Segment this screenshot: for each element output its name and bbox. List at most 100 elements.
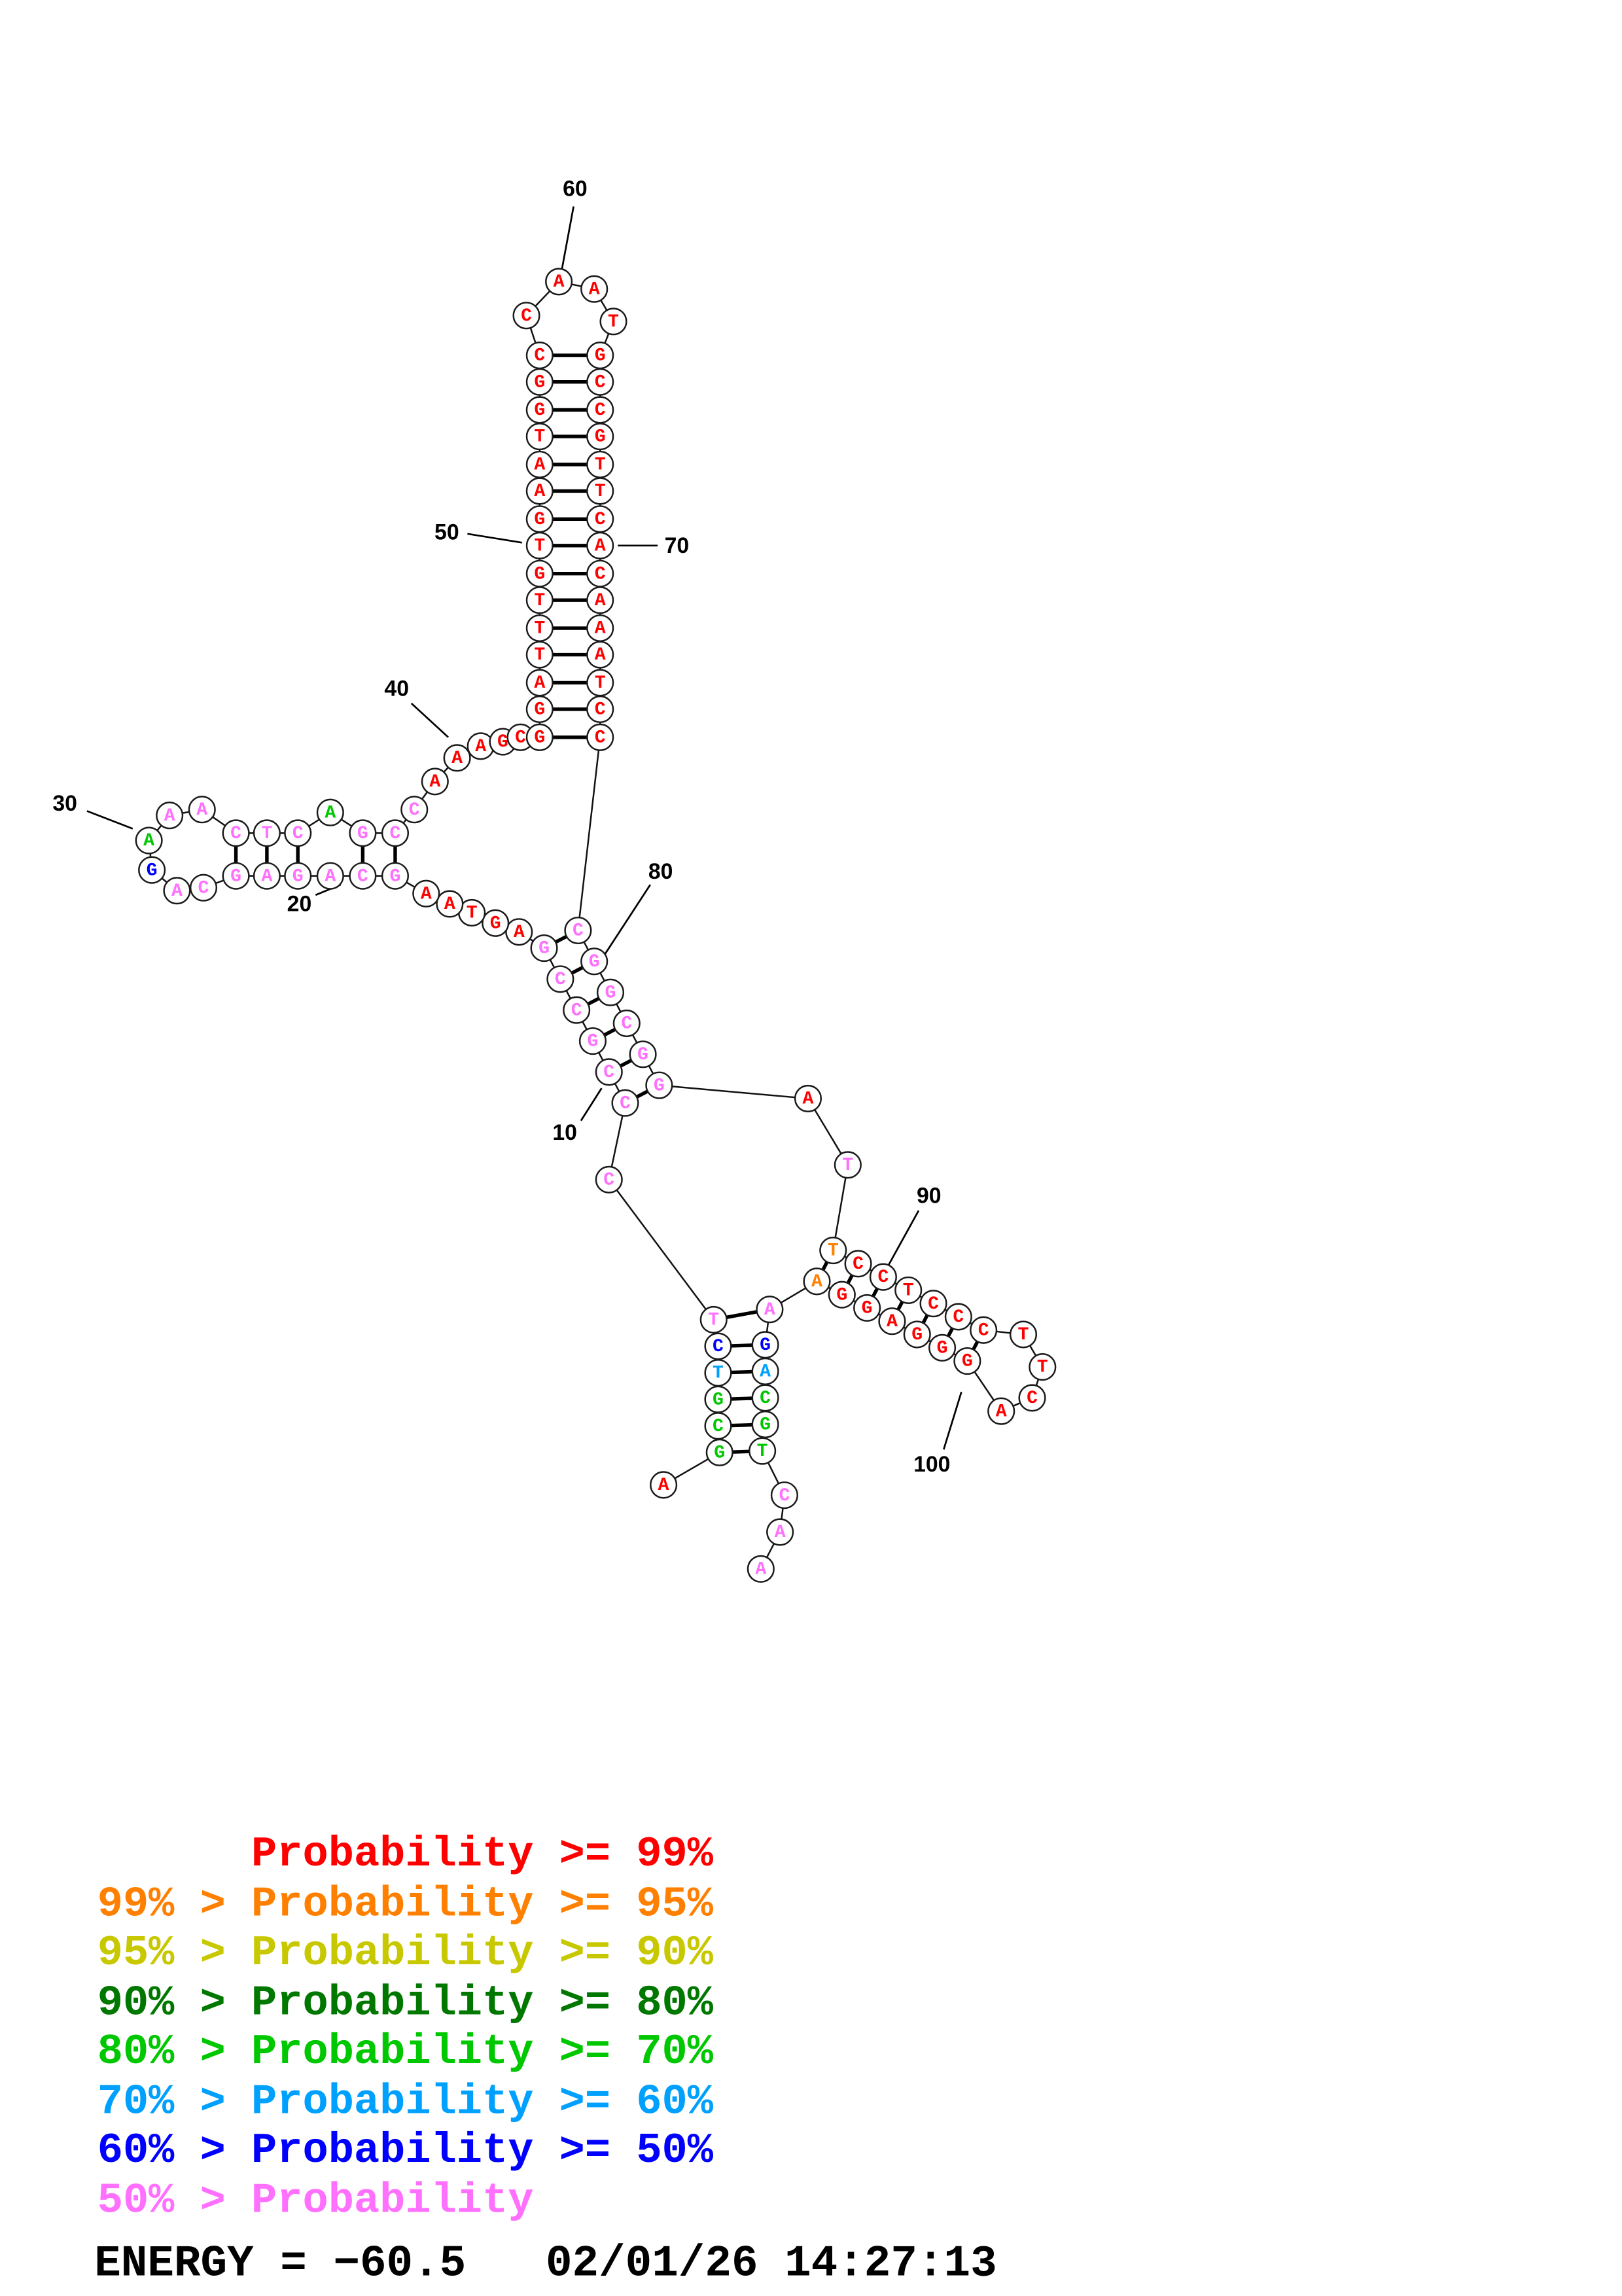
nucleotide-letter: T bbox=[757, 1441, 768, 1462]
nucleotide-circle bbox=[987, 1397, 1015, 1425]
nucleotide-circle bbox=[894, 1276, 923, 1304]
probability-legend: Probability >= 99%99% > Probability >= 9… bbox=[97, 1830, 713, 2225]
position-label: 50 bbox=[434, 520, 459, 545]
nucleotide-letter: G bbox=[595, 427, 606, 448]
nucleotide-letter: C bbox=[603, 1171, 614, 1191]
nucleotide-circle bbox=[699, 1305, 728, 1334]
position-label: 20 bbox=[287, 891, 312, 916]
nucleotide-letter: T bbox=[1037, 1358, 1048, 1378]
nucleotide-circle bbox=[563, 996, 591, 1024]
nucleotide-letter: A bbox=[775, 1523, 786, 1543]
nucleotide-letter: C bbox=[928, 1294, 939, 1315]
nucleotide-letter: C bbox=[779, 1486, 790, 1506]
nucleotide-circle bbox=[794, 1084, 822, 1113]
nucleotide-circle bbox=[316, 798, 344, 826]
backbone-segment bbox=[577, 737, 601, 931]
nucleotide-letter: A bbox=[444, 894, 455, 915]
nucleotide-circle bbox=[564, 916, 592, 945]
nucleotide-letter: C bbox=[621, 1014, 632, 1034]
nucleotide-letter: A bbox=[887, 1312, 898, 1332]
nucleotide-circle bbox=[578, 1027, 607, 1055]
nucleotide-letter: A bbox=[143, 831, 154, 851]
nucleotide-letter: A bbox=[764, 1300, 775, 1320]
nucleotide-circle bbox=[505, 918, 533, 946]
nucleotide-letter: G bbox=[390, 866, 401, 887]
nucleotide-circle bbox=[953, 1347, 981, 1375]
nucleotide-letter: G bbox=[490, 913, 501, 934]
nucleotide-letter: C bbox=[357, 866, 368, 887]
nucleotide-circle bbox=[525, 669, 554, 697]
nucleotide-letter: A bbox=[595, 536, 606, 556]
nucleotide-circle bbox=[596, 978, 625, 1006]
nucleotide-circle bbox=[443, 744, 471, 772]
nucleotide-circle bbox=[421, 768, 449, 796]
nucleotide-circle bbox=[316, 862, 344, 890]
legend-item: 80% > Probability >= 70% bbox=[97, 2027, 714, 2077]
nucleotide-letter: G bbox=[595, 346, 606, 366]
nucleotide-circle bbox=[766, 1518, 794, 1546]
nucleotide-circle bbox=[525, 505, 554, 533]
nucleotide-circle bbox=[381, 862, 410, 890]
nucleotide-letter: G bbox=[587, 1032, 598, 1052]
nucleotide-letter: G bbox=[147, 860, 158, 881]
nucleotide-circle bbox=[844, 1250, 872, 1278]
backbone-segment bbox=[659, 1084, 809, 1100]
nucleotide-circle bbox=[284, 862, 312, 890]
nucleotide-circle bbox=[756, 1296, 784, 1324]
nucleotide-circle bbox=[349, 819, 377, 847]
nucleotide-letter: C bbox=[230, 824, 241, 844]
nucleotide-letter: T bbox=[467, 904, 478, 924]
legend-item: 99% > Probability >= 95% bbox=[97, 1879, 714, 1928]
nucleotide-letter: T bbox=[708, 1311, 719, 1331]
nucleotide-letter: G bbox=[605, 983, 616, 1003]
nucleotide-circle bbox=[253, 819, 281, 847]
nucleotide-letter: A bbox=[325, 803, 336, 823]
nucleotide-circle bbox=[138, 856, 166, 884]
label-tick bbox=[410, 702, 450, 738]
nucleotide-letter: C bbox=[595, 372, 606, 393]
nucleotide-letter: G bbox=[911, 1325, 923, 1345]
nucleotide-circle bbox=[530, 934, 558, 963]
nucleotide-letter: G bbox=[760, 1415, 771, 1436]
nucleotide-letter: C bbox=[595, 564, 606, 584]
legend-item: 50% > Probability bbox=[97, 2176, 534, 2225]
nucleotide-letter: G bbox=[714, 1443, 725, 1463]
nucleotide-circle bbox=[1018, 1384, 1046, 1412]
nucleotide-letter: A bbox=[196, 800, 207, 821]
nucleotide-circle bbox=[586, 477, 614, 505]
nucleotide-circle bbox=[412, 879, 440, 908]
nucleotide-letter: C bbox=[534, 346, 545, 366]
nucleotide-letter: C bbox=[409, 800, 420, 821]
nucleotide-circle bbox=[878, 1307, 906, 1335]
nucleotide-circle bbox=[586, 422, 614, 451]
nucleotide-letter: G bbox=[836, 1285, 847, 1305]
legend-item: 95% > Probability >= 90% bbox=[97, 1928, 714, 1978]
nucleotide-circle bbox=[253, 862, 281, 890]
nucleotide-circle bbox=[586, 586, 614, 614]
nucleotide-circle bbox=[599, 308, 627, 336]
nucleotide-letter: C bbox=[595, 728, 606, 748]
nucleotide-letter: T bbox=[534, 427, 545, 448]
nucleotide-letter: G bbox=[497, 732, 508, 752]
nucleotide-circle bbox=[525, 342, 554, 370]
nucleotide-circle bbox=[869, 1263, 897, 1291]
nucleotide-letter: A bbox=[534, 482, 545, 502]
label-tick bbox=[467, 533, 522, 544]
nucleotide-letter: A bbox=[429, 772, 440, 792]
nucleotide-letter: T bbox=[1018, 1325, 1029, 1345]
nucleotide-letter: T bbox=[595, 482, 606, 502]
nucleotide-circle bbox=[751, 1410, 779, 1439]
nucleotide-letter: A bbox=[534, 673, 545, 694]
nucleotide-letter: C bbox=[573, 921, 584, 942]
nucleotide-circle bbox=[645, 1071, 673, 1099]
nucleotide-circle bbox=[222, 862, 250, 890]
backbone-segment bbox=[832, 1165, 849, 1251]
nucleotide-letter: C bbox=[603, 1063, 614, 1083]
nucleotide-letter: G bbox=[760, 1335, 771, 1356]
nucleotide-letter: T bbox=[903, 1281, 914, 1301]
nucleotide-circle bbox=[1009, 1320, 1038, 1349]
nucleotide-letter: A bbox=[261, 866, 272, 887]
nucleotide-letter: C bbox=[292, 824, 304, 844]
nucleotide-letter: G bbox=[654, 1076, 665, 1096]
